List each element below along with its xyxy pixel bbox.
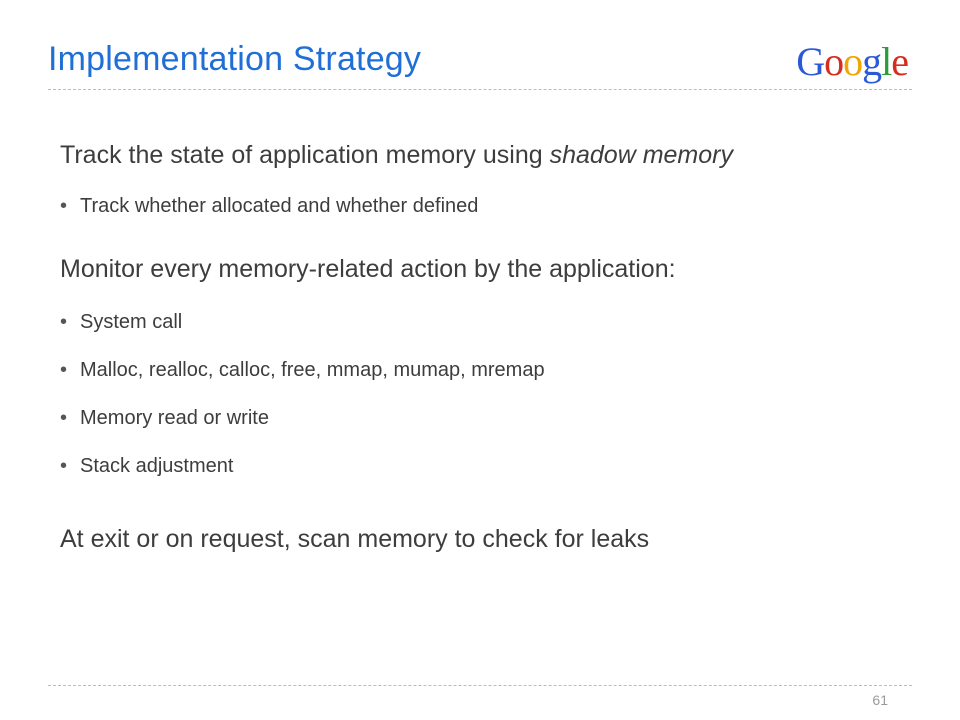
bullet-item: Stack adjustment: [60, 452, 860, 480]
logo-letter: g: [862, 39, 882, 84]
logo-letter: o: [843, 39, 863, 84]
logo-letter: G: [796, 39, 825, 84]
title-divider: [48, 89, 912, 90]
paragraph-shadow-memory: Track the state of application memory us…: [60, 138, 860, 172]
bullet-item: Malloc, realloc, calloc, free, mmap, mum…: [60, 356, 860, 384]
bullet-item: System call: [60, 308, 860, 336]
paragraph-monitor: Monitor every memory-related action by t…: [60, 255, 676, 283]
paragraph-exit-scan: At exit or on request, scan memory to ch…: [60, 525, 650, 553]
page-number: 61: [872, 692, 888, 708]
paragraph-emphasis: shadow memory: [549, 141, 733, 169]
slide-body: Track the state of application memory us…: [60, 138, 860, 556]
bullet-list-tracking: Track whether allocated and whether defi…: [60, 192, 860, 220]
logo-letter: l: [881, 39, 892, 84]
footer-divider: [48, 685, 912, 686]
slide-title: Implementation Strategy: [48, 40, 422, 78]
paragraph-text: Track the state of application memory us…: [60, 141, 550, 169]
bullet-item: Memory read or write: [60, 404, 860, 432]
bullet-list-actions: System call Malloc, realloc, calloc, fre…: [60, 308, 860, 480]
logo-letter: o: [824, 39, 844, 84]
google-logo: Google: [796, 39, 909, 84]
logo-letter: e: [891, 39, 909, 84]
bullet-item: Track whether allocated and whether defi…: [60, 192, 860, 220]
